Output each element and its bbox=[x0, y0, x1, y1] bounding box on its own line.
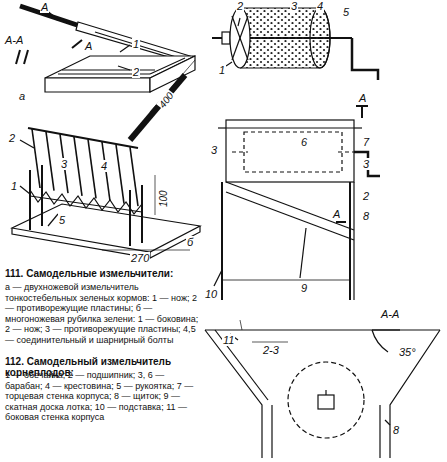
knife-blade bbox=[130, 147, 138, 206]
section-mark: A bbox=[40, 1, 49, 13]
callout-number: 4 bbox=[100, 160, 108, 172]
figure-caption: 1 — обечайка; 2 — подшипник; 3, 6 — бара… bbox=[4, 370, 204, 423]
callout-number: 2 bbox=[362, 190, 370, 202]
callout-number: 8 bbox=[392, 424, 400, 436]
figure-caption-title: 111. Самодельные измельчители: bbox=[4, 268, 206, 279]
figure-letter: б bbox=[186, 236, 194, 248]
fig-b bbox=[12, 60, 200, 258]
section-mark: A bbox=[84, 40, 93, 52]
callout-number: 1 bbox=[132, 38, 140, 50]
callout-number: 3 bbox=[290, 0, 298, 12]
figure-caption: а — двухножевой измельчитель тонкостебел… bbox=[4, 282, 204, 345]
callout-number: 8 bbox=[362, 210, 370, 222]
callout-number: 11 bbox=[222, 334, 235, 346]
section-mark: А bbox=[332, 208, 341, 220]
angle-dimension: 35° bbox=[398, 346, 417, 358]
callout-number: 3 bbox=[210, 144, 218, 156]
callout-number: 2 bbox=[236, 0, 244, 12]
figure-letter: а bbox=[18, 90, 26, 102]
section-label: A-A bbox=[4, 34, 24, 46]
callout-number: 10 bbox=[204, 288, 218, 300]
dimension: 100 bbox=[158, 189, 169, 208]
fig-112-section bbox=[205, 320, 440, 458]
knife-blade bbox=[60, 134, 68, 193]
callout-number: 1 bbox=[218, 64, 226, 76]
fig-112-body bbox=[214, 106, 380, 300]
fig-112-drum bbox=[212, 8, 378, 80]
callout-number: 1 bbox=[10, 180, 18, 192]
fig-a bbox=[16, 6, 195, 92]
callout-number: 5 bbox=[58, 214, 66, 226]
callout-number: 6 bbox=[300, 136, 308, 148]
callout-number: 9 bbox=[300, 282, 308, 294]
knife-blade bbox=[116, 145, 124, 204]
dimension: 2-3 bbox=[262, 344, 280, 356]
knife-blade bbox=[46, 132, 54, 191]
knife-blade bbox=[88, 139, 96, 198]
dimension: 400 bbox=[156, 89, 176, 110]
callout-number: 3 bbox=[60, 158, 68, 170]
callout-number: 3 bbox=[362, 158, 370, 170]
section-mark: А bbox=[358, 92, 367, 104]
knife-blade bbox=[74, 137, 82, 196]
dimension: 270 bbox=[130, 252, 150, 264]
callout-number: 5 bbox=[342, 6, 350, 18]
callout-number: 2 bbox=[8, 132, 16, 144]
callout-number: 4 bbox=[316, 0, 324, 12]
section-label: А-А bbox=[380, 308, 400, 320]
callout-number: 7 bbox=[362, 136, 370, 148]
knife-blade bbox=[32, 129, 40, 188]
callout-number: 2 bbox=[132, 66, 140, 78]
